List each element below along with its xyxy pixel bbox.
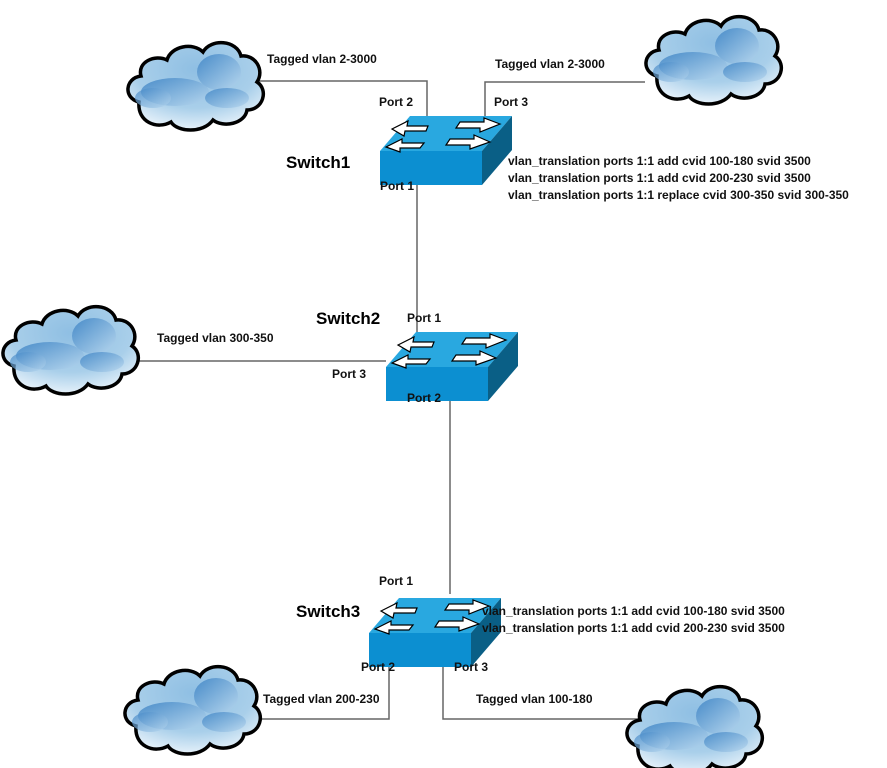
switch2-port1-label: Port 1: [407, 311, 441, 325]
link-label-top-right: Tagged vlan 2-3000: [495, 57, 605, 71]
switch3-port3-label: Port 3: [454, 660, 488, 674]
switch3-port2-label: Port 2: [361, 660, 395, 674]
switch3-port1-label: Port 1: [379, 574, 413, 588]
cloud-bottom-left-icon: [123, 664, 263, 756]
switch3-name: Switch3: [296, 602, 360, 621]
switch2-port2-label: Port 2: [407, 391, 441, 405]
switch1-port1-label: Port 1: [380, 179, 414, 193]
switch2-icon: [385, 331, 519, 402]
link-label-bottom-left: Tagged vlan 200-230: [263, 692, 380, 706]
switch1-port2-label: Port 2: [379, 95, 413, 109]
cloud-top-right-icon: [644, 14, 784, 106]
link-cloud-bottom-left-switch3: [238, 653, 390, 720]
link-label-middle-left: Tagged vlan 300-350: [157, 331, 274, 345]
switch1-port3-label: Port 3: [494, 95, 528, 109]
switch3-config-line-1: vlan_translation ports 1:1 add cvid 100-…: [482, 604, 785, 618]
link-cloud-top-right-switch1: [484, 81, 645, 117]
link-label-top-left: Tagged vlan 2-3000: [267, 52, 377, 66]
cloud-top-left-icon: [126, 40, 266, 132]
switch1-config-line-2: vlan_translation ports 1:1 add cvid 200-…: [508, 171, 811, 185]
switch1-config-line-1: vlan_translation ports 1:1 add cvid 100-…: [508, 154, 811, 168]
switch2-port3-label: Port 3: [332, 367, 366, 381]
switch1-icon: [379, 115, 513, 186]
link-cloud-top-left-switch1: [250, 80, 428, 117]
link-cloud-bottom-right-switch3: [442, 653, 643, 720]
links: [128, 80, 645, 720]
cloud-middle-left-icon: [1, 304, 141, 396]
switch2-name: Switch2: [316, 309, 380, 328]
switch1-config-line-3: vlan_translation ports 1:1 replace cvid …: [508, 188, 849, 202]
cloud-bottom-right-icon: [625, 684, 765, 768]
link-label-bottom-right: Tagged vlan 100-180: [476, 692, 593, 706]
switch1-name: Switch1: [286, 153, 350, 172]
switch3-config-line-2: vlan_translation ports 1:1 add cvid 200-…: [482, 621, 785, 635]
